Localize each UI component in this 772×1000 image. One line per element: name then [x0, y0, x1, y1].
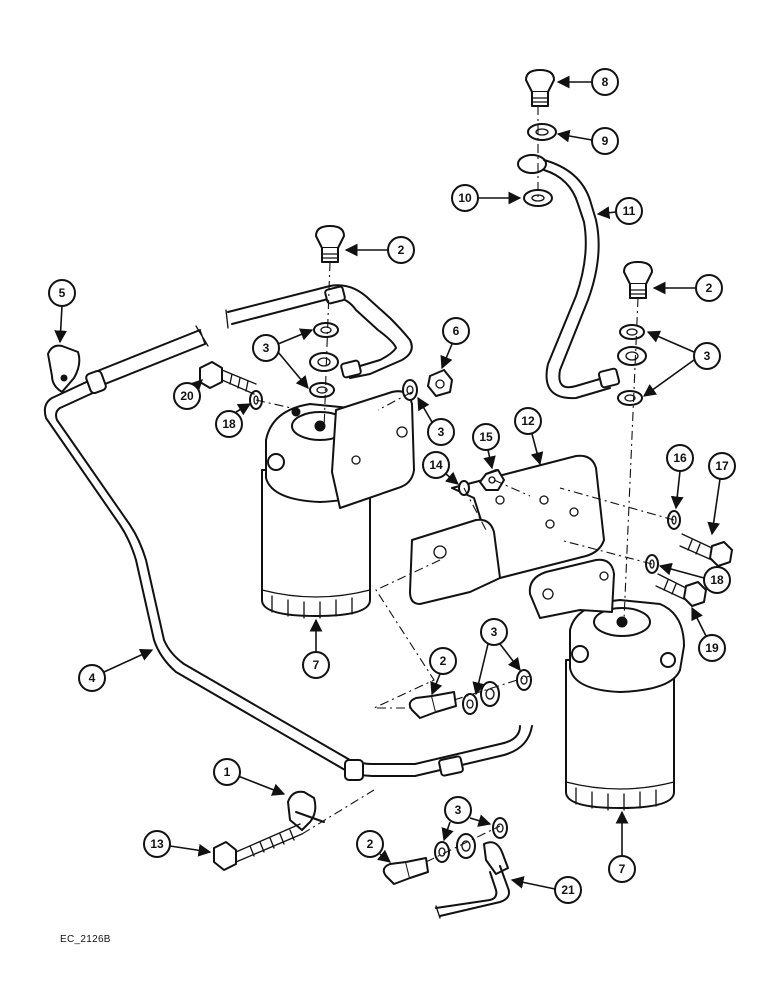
- svg-text:8: 8: [602, 75, 609, 89]
- svg-text:4: 4: [89, 671, 96, 685]
- callout-3d: 3: [472, 618, 521, 696]
- fuel-filter-right: [528, 558, 685, 811]
- callout-2a: 2: [344, 236, 415, 264]
- svg-text:3: 3: [455, 803, 462, 817]
- svg-text:5: 5: [59, 286, 66, 300]
- svg-text:2: 2: [706, 281, 713, 295]
- svg-text:7: 7: [619, 862, 626, 876]
- svg-text:2: 2: [398, 243, 405, 257]
- callout-18b: 18: [658, 562, 731, 594]
- svg-text:6: 6: [453, 324, 460, 338]
- callout-19: 19: [691, 606, 726, 662]
- callout-14: 14: [422, 451, 459, 485]
- callout-12: 12: [514, 407, 544, 466]
- svg-text:18: 18: [222, 417, 236, 431]
- svg-text:19: 19: [705, 641, 719, 655]
- fuel-filter-left: [261, 390, 415, 619]
- banjo-bolt-2b: [623, 261, 653, 299]
- svg-text:20: 20: [180, 389, 194, 403]
- callout-7b: 7: [608, 810, 636, 883]
- callout-8: 8: [556, 68, 619, 96]
- callout-17: 17: [707, 452, 736, 536]
- callout-10: 10: [451, 184, 522, 212]
- callout-3a: 3: [252, 328, 314, 389]
- pipe-clip-upper: [47, 344, 81, 393]
- callout-9: 9: [556, 127, 619, 155]
- callout-7a: 7: [302, 618, 330, 679]
- fuel-pipe-11: [517, 154, 621, 400]
- banjo-bolt-2c: [408, 691, 457, 719]
- callout-5: 5: [48, 279, 76, 344]
- svg-text:14: 14: [429, 458, 443, 472]
- banjo-bolt-8: [525, 69, 555, 107]
- pipe-clip-lower: [287, 790, 325, 831]
- callout-16: 16: [666, 444, 694, 510]
- svg-text:2: 2: [440, 654, 447, 668]
- fuel-pipe: [43, 325, 533, 781]
- svg-text:21: 21: [561, 883, 575, 897]
- bolt-20: [199, 361, 257, 395]
- fuel-hose-left: [225, 284, 413, 379]
- banjo-bolt-2a: [315, 225, 345, 263]
- callout-6: 6: [440, 317, 470, 370]
- figure-code: EC_2126B: [60, 934, 111, 945]
- svg-text:7: 7: [313, 658, 320, 672]
- callout-11: 11: [596, 197, 643, 225]
- svg-text:16: 16: [673, 451, 687, 465]
- bolt-19: [655, 573, 707, 607]
- svg-text:13: 13: [150, 837, 164, 851]
- callout-15: 15: [472, 423, 500, 470]
- callout-2c: 2: [429, 647, 457, 696]
- callout-20: 20: [173, 379, 203, 410]
- bolt-13: [213, 823, 303, 871]
- callout-21: 21: [510, 876, 582, 904]
- svg-text:17: 17: [715, 459, 729, 473]
- callout-2b: 2: [652, 274, 723, 302]
- svg-text:3: 3: [438, 425, 445, 439]
- callout-3c: 3: [642, 330, 721, 397]
- nut-15: [479, 469, 505, 491]
- banjo-bolt-2d: [382, 857, 429, 885]
- svg-text:1: 1: [224, 765, 231, 779]
- callout-2d: 2: [356, 830, 391, 863]
- callout-13: 13: [143, 830, 212, 858]
- svg-text:9: 9: [602, 134, 609, 148]
- drain-plug-6: [427, 369, 453, 397]
- svg-text:3: 3: [704, 349, 711, 363]
- assembly-centerlines: [255, 106, 675, 863]
- svg-text:2: 2: [367, 837, 374, 851]
- callout-1: 1: [213, 758, 286, 796]
- callout-4: 4: [78, 648, 154, 692]
- svg-text:18: 18: [710, 573, 724, 587]
- callout-3e: 3: [441, 796, 492, 842]
- svg-text:10: 10: [458, 191, 472, 205]
- svg-text:15: 15: [479, 430, 493, 444]
- svg-text:3: 3: [263, 341, 270, 355]
- callout-18a: 18: [215, 403, 252, 438]
- bolt-17: [679, 533, 733, 567]
- svg-text:12: 12: [521, 414, 535, 428]
- svg-text:11: 11: [623, 204, 636, 218]
- callout-3b: 3: [417, 396, 455, 446]
- fuel-hose-21: [435, 841, 510, 919]
- svg-text:3: 3: [491, 625, 498, 639]
